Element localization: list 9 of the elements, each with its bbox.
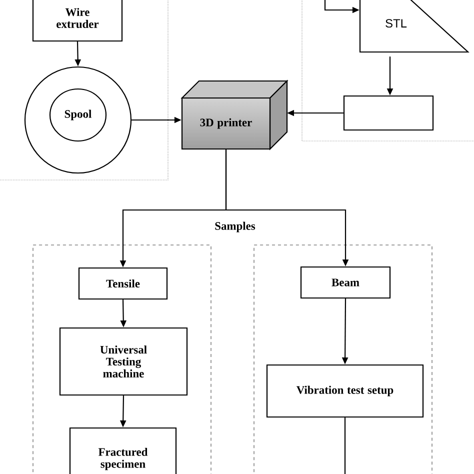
process-box: Wire extruder: [32, 0, 123, 42]
process-box: [343, 95, 434, 131]
process-box: Tensile: [78, 267, 168, 300]
process-box: Vibration test setup: [266, 364, 424, 418]
process-box: Fractured specimen: [69, 427, 177, 474]
spool-outer-circle: [24, 66, 132, 174]
process-box: Universal Testing machine: [59, 327, 188, 396]
group-label: Samples: [215, 222, 256, 232]
process-box: Beam: [300, 266, 391, 299]
